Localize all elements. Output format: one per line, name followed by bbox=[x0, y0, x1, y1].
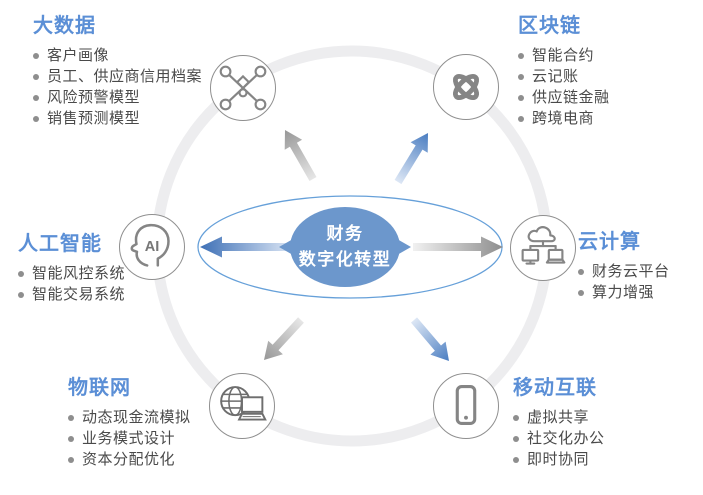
big-data-title: 大数据 bbox=[33, 15, 96, 37]
list-item: 跨境电商 bbox=[518, 108, 610, 129]
list-item: 员工、供应商信用档案 bbox=[33, 66, 202, 87]
iot-list: 动态现金流模拟 业务模式设计 资本分配优化 bbox=[68, 407, 191, 470]
list-item: 智能交易系统 bbox=[18, 284, 125, 305]
blockchain-block: 区块链 智能合约 云记账 供应链金融 跨境电商 bbox=[518, 14, 610, 129]
list-item: 业务模式设计 bbox=[68, 428, 191, 449]
cloud-node[interactable] bbox=[510, 215, 576, 281]
center-blob bbox=[290, 207, 400, 287]
list-item: 智能风控系统 bbox=[18, 263, 125, 284]
cloud-block: 云计算 财务云平台 算力增强 bbox=[578, 230, 670, 303]
ai-head-icon: AI bbox=[130, 223, 170, 267]
ai-title: 人工智能 bbox=[18, 233, 102, 255]
ai-block: 人工智能 智能风控系统 智能交易系统 bbox=[18, 232, 125, 305]
list-item: 销售预测模型 bbox=[33, 108, 202, 129]
list-item: 云记账 bbox=[518, 66, 610, 87]
arrow-down-left bbox=[264, 317, 304, 360]
big-data-block: 大数据 客户画像 员工、供应商信用档案 风险预警模型 销售预测模型 bbox=[33, 14, 202, 129]
network-nodes-icon bbox=[219, 65, 267, 111]
cloud-title: 云计算 bbox=[578, 231, 641, 253]
arrow-right bbox=[413, 236, 503, 258]
globe-computer-icon bbox=[220, 386, 267, 421]
blockchain-list: 智能合约 云记账 供应链金融 跨境电商 bbox=[518, 45, 610, 129]
arrow-up-right bbox=[394, 133, 428, 185]
list-item: 社交化办公 bbox=[513, 428, 605, 449]
center-blob-left-tip bbox=[279, 239, 293, 255]
svg-text:AI: AI bbox=[145, 239, 160, 255]
arrow-up-left bbox=[284, 130, 317, 181]
blockchain-node[interactable] bbox=[433, 54, 499, 120]
list-item: 财务云平台 bbox=[578, 261, 670, 282]
list-item: 客户画像 bbox=[33, 45, 202, 66]
smartphone-icon bbox=[455, 385, 477, 426]
ai-node[interactable]: AI bbox=[119, 214, 185, 280]
center-blob-right-tip bbox=[397, 239, 411, 255]
big-data-node[interactable] bbox=[210, 55, 276, 121]
cloud-network-icon bbox=[521, 226, 566, 265]
iot-node[interactable] bbox=[209, 373, 275, 439]
arrow-down-right bbox=[411, 317, 449, 361]
iot-block: 物联网 动态现金流模拟 业务模式设计 资本分配优化 bbox=[68, 376, 191, 470]
list-item: 供应链金融 bbox=[518, 87, 610, 108]
blockchain-title: 区块链 bbox=[518, 15, 581, 37]
list-item: 智能合约 bbox=[518, 45, 610, 66]
list-item: 风险预警模型 bbox=[33, 87, 202, 108]
iot-title: 物联网 bbox=[68, 377, 131, 399]
list-item: 虚拟共享 bbox=[513, 407, 605, 428]
cloud-list: 财务云平台 算力增强 bbox=[578, 261, 670, 303]
arrow-left bbox=[200, 236, 293, 258]
list-item: 即时协同 bbox=[513, 449, 605, 470]
center-title-line2: 数字化转型 bbox=[298, 250, 392, 269]
mobile-node[interactable] bbox=[433, 373, 499, 439]
center-title-line1: 财务 bbox=[326, 224, 364, 243]
big-data-list: 客户画像 员工、供应商信用档案 风险预警模型 销售预测模型 bbox=[33, 45, 202, 129]
mobile-block: 移动互联 虚拟共享 社交化办公 即时协同 bbox=[513, 376, 605, 470]
mobile-title: 移动互联 bbox=[513, 377, 597, 399]
list-item: 动态现金流模拟 bbox=[68, 407, 191, 428]
list-item: 资本分配优化 bbox=[68, 449, 191, 470]
chain-knot-icon bbox=[452, 73, 480, 101]
center-title: 财务 数字化转型 bbox=[275, 221, 415, 273]
mobile-list: 虚拟共享 社交化办公 即时协同 bbox=[513, 407, 605, 470]
ai-list: 智能风控系统 智能交易系统 bbox=[18, 263, 125, 305]
list-item: 算力增强 bbox=[578, 282, 670, 303]
